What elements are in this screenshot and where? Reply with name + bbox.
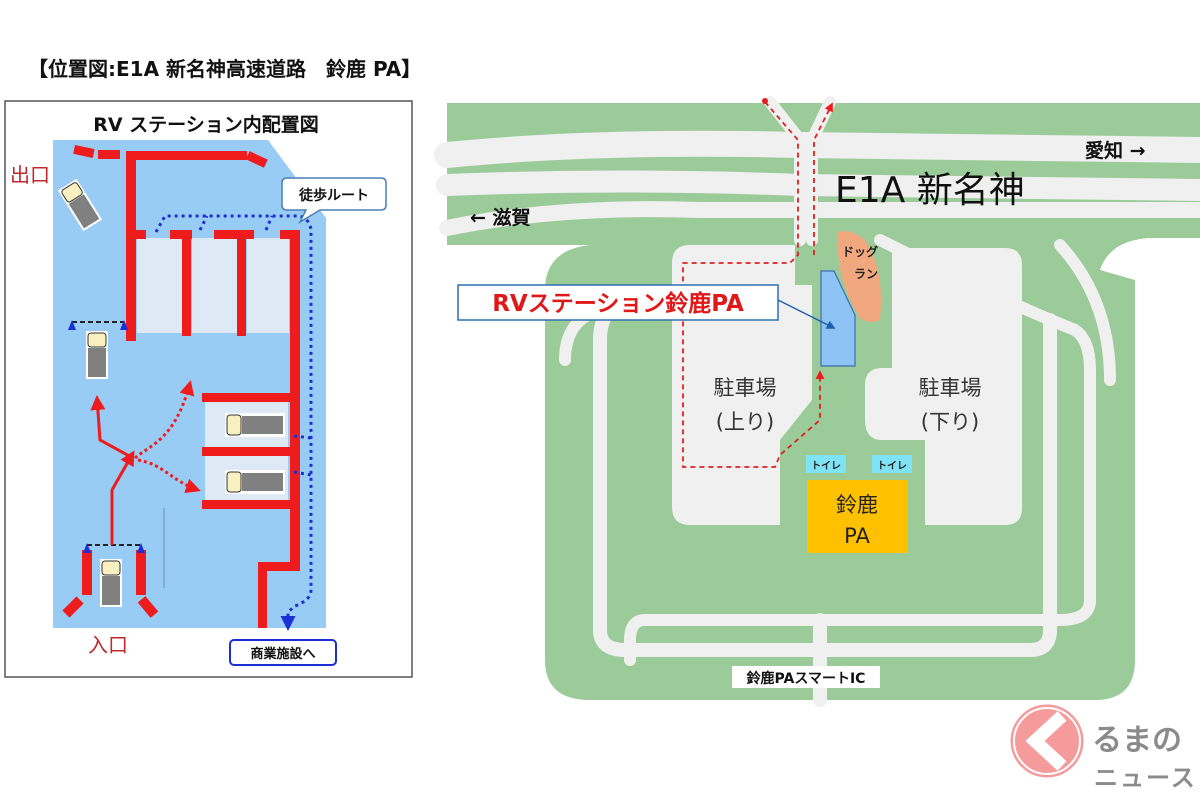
- truck-icon: [85, 330, 109, 380]
- logo-text-1: るまの: [1092, 723, 1182, 758]
- rv-station-callout: [457, 284, 779, 321]
- parking-up-label-1: 駐車場: [714, 376, 777, 400]
- parking-bay: [247, 238, 289, 333]
- to-shiga-label: ← 滋賀: [470, 206, 531, 229]
- toilet-left-label: トイレ: [811, 460, 841, 472]
- smart-ic-label: 鈴鹿PAスマートIC: [747, 670, 866, 687]
- to-commercial-box: [229, 639, 337, 666]
- parking-down-label-2: (下り): [921, 410, 979, 434]
- vehicle-flow-arrows: [90, 380, 201, 545]
- parking-down-label-1: 駐車場: [919, 376, 982, 400]
- entrance-label: 入口: [88, 633, 128, 657]
- pa-label-2: PA: [844, 524, 870, 548]
- parking-bay: [137, 238, 183, 333]
- layout-title: RV ステーション内配置図: [93, 113, 319, 136]
- toilet-right-box: [872, 455, 912, 473]
- rv-station-layout-panel: RV ステーション内配置図: [4, 100, 413, 678]
- to-commercial-label: 商業施設へ: [250, 646, 315, 662]
- pa-label-1: 鈴鹿: [836, 493, 878, 517]
- dog-run-label-2: ラン: [854, 267, 878, 281]
- highway-label: E1A 新名神: [835, 170, 1025, 211]
- parking-down: [865, 248, 1022, 525]
- toilet-left-box: [806, 455, 846, 473]
- truck-icon: [224, 469, 286, 495]
- barriers: [62, 145, 300, 628]
- entry-gate: [68, 320, 145, 553]
- to-aichi-label: 愛知 →: [1085, 139, 1146, 162]
- walking-route-callout: 徒歩ルート: [281, 177, 387, 224]
- dog-run-area: [837, 231, 881, 323]
- toilet-right-label: トイレ: [877, 460, 907, 472]
- parking-up-label-2: (上り): [716, 410, 774, 434]
- smart-ic-label-bg: [732, 666, 880, 688]
- page-title: 【位置図:E1A 新名神高速道路 鈴鹿 PA】: [28, 57, 421, 81]
- exit-label: 出口: [10, 163, 50, 187]
- walking-route-label: 徒歩ルート: [298, 187, 369, 204]
- suzuka-pa-building: [807, 480, 908, 553]
- callout-arrow: [777, 299, 836, 329]
- rv-station-area: [820, 270, 856, 367]
- roads: [434, 96, 1200, 707]
- truck-icon: [99, 558, 123, 608]
- logo-text-2: ニュース: [1094, 764, 1197, 792]
- kuruma-news-logo: るまの ニュース: [1007, 701, 1197, 792]
- rv-station-label: RVステーション鈴鹿PA: [492, 290, 744, 317]
- route-start-dot: [762, 98, 768, 104]
- parking-bay: [192, 238, 238, 333]
- dog-run-label-1: ドッグ: [842, 244, 878, 259]
- rv-access-route: [682, 101, 833, 468]
- truck-icon: [224, 412, 286, 438]
- location-map: ドッグ ラン トイレ トイレ 鈴鹿 PA 駐車場 (上り) 駐車場 (下り) E…: [434, 96, 1200, 707]
